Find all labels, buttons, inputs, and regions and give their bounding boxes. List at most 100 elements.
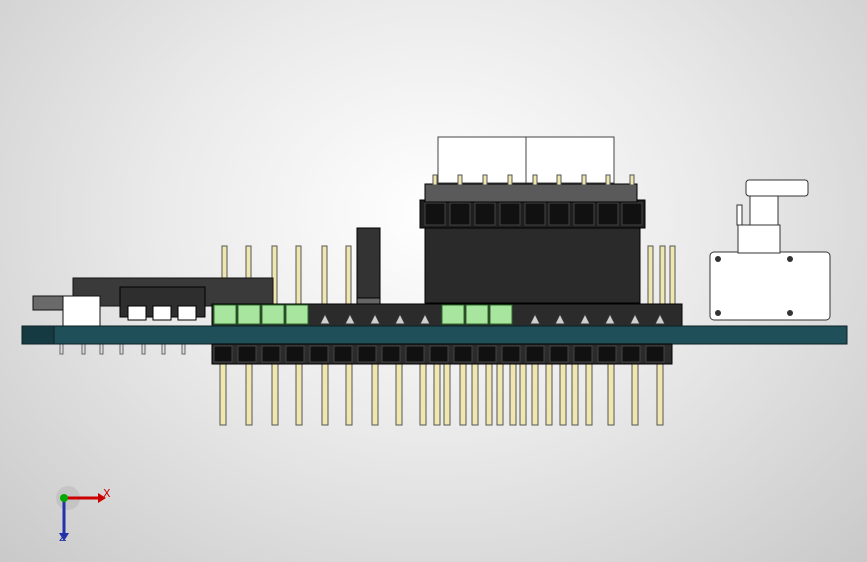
pin-below	[559, 361, 567, 426]
z-axis-label: Z	[59, 531, 67, 544]
bottom-slot	[453, 345, 473, 363]
header-slot	[424, 202, 446, 226]
pin-below	[219, 361, 227, 426]
bottom-slot	[429, 345, 449, 363]
green-terminals	[213, 304, 666, 325]
central-module-body	[424, 227, 641, 304]
pin-below	[519, 361, 527, 426]
terminal-block	[465, 304, 489, 325]
bottom-slot	[597, 345, 617, 363]
relay-stem	[749, 194, 779, 226]
connector-pin	[605, 174, 611, 186]
white-connector-right	[525, 136, 615, 184]
component-leg	[119, 343, 124, 355]
pin-below	[271, 361, 279, 426]
connector-pin	[507, 174, 513, 186]
pcb-board	[21, 325, 848, 345]
pin-below	[245, 361, 253, 426]
pcb-edge-left	[21, 325, 55, 345]
header-slot	[597, 202, 619, 226]
bottom-slot	[261, 345, 281, 363]
header-tip	[604, 312, 616, 325]
pin-below	[295, 361, 303, 426]
component-leg	[141, 343, 146, 355]
pin-above	[669, 245, 676, 307]
pin-below	[545, 361, 553, 426]
bottom-slot	[405, 345, 425, 363]
header-tip	[394, 312, 406, 325]
connector-pin	[482, 174, 488, 186]
pin-below	[585, 361, 593, 426]
connector-pin	[457, 174, 463, 186]
header-slot	[573, 202, 595, 226]
white-block-left	[62, 295, 101, 327]
pin-below	[433, 361, 441, 426]
pin-below	[371, 361, 379, 426]
header-tip	[579, 312, 591, 325]
pin-below	[607, 361, 615, 426]
bottom-slot	[285, 345, 305, 363]
bottom-slot	[213, 345, 233, 363]
terminal-block	[213, 304, 237, 325]
header-slot	[499, 202, 521, 226]
header-tip	[629, 312, 641, 325]
connector-pin	[581, 174, 587, 186]
pin-below	[571, 361, 579, 426]
header-slot	[449, 202, 471, 226]
terminal-block	[261, 304, 285, 325]
central-header-slots	[424, 174, 643, 226]
header-tip	[529, 312, 541, 325]
bottom-slot	[501, 345, 521, 363]
bottom-slot	[573, 345, 593, 363]
bottom-slot	[525, 345, 545, 363]
bottom-slot	[357, 345, 377, 363]
central-header-cap	[424, 183, 638, 203]
header-slot	[621, 202, 643, 226]
header-slot	[474, 202, 496, 226]
bottom-slot	[381, 345, 401, 363]
pin-below	[345, 361, 353, 426]
pin-above	[321, 245, 328, 307]
bottom-slot	[333, 345, 353, 363]
bottom-slot	[477, 345, 497, 363]
header-tip	[654, 312, 666, 325]
header-tip	[419, 312, 431, 325]
white-connector-left	[437, 136, 527, 184]
connector-pin	[432, 174, 438, 186]
pin-above	[295, 245, 302, 307]
pin-below	[496, 361, 504, 426]
header-tip	[369, 312, 381, 325]
x-axis-label: X	[103, 487, 111, 500]
pin-below	[419, 361, 427, 426]
terminal-block	[285, 304, 309, 325]
pin-above	[647, 245, 654, 307]
pin-below	[459, 361, 467, 426]
bottom-slot	[237, 345, 257, 363]
relay-cap	[745, 179, 809, 197]
connector-pin	[556, 174, 562, 186]
terminal-block	[489, 304, 513, 325]
terminal-block	[237, 304, 261, 325]
pin-below	[656, 361, 664, 426]
bottom-slot	[549, 345, 569, 363]
header-tip	[554, 312, 566, 325]
connector-pin	[532, 174, 538, 186]
pin-below	[531, 361, 539, 426]
terminal-block	[441, 304, 465, 325]
pin-below	[471, 361, 479, 426]
connector-pin	[629, 174, 635, 186]
pin-below	[509, 361, 517, 426]
pin-below	[485, 361, 493, 426]
header-slot	[548, 202, 570, 226]
header-tip	[319, 312, 331, 325]
relay-pin	[736, 204, 743, 226]
relay-screws	[715, 256, 793, 316]
header-tip	[344, 312, 356, 325]
bottom-slot	[309, 345, 329, 363]
pin-below	[443, 361, 451, 426]
relay-top-block	[737, 224, 781, 254]
tall-connector	[356, 227, 381, 299]
bottom-slot	[645, 345, 665, 363]
